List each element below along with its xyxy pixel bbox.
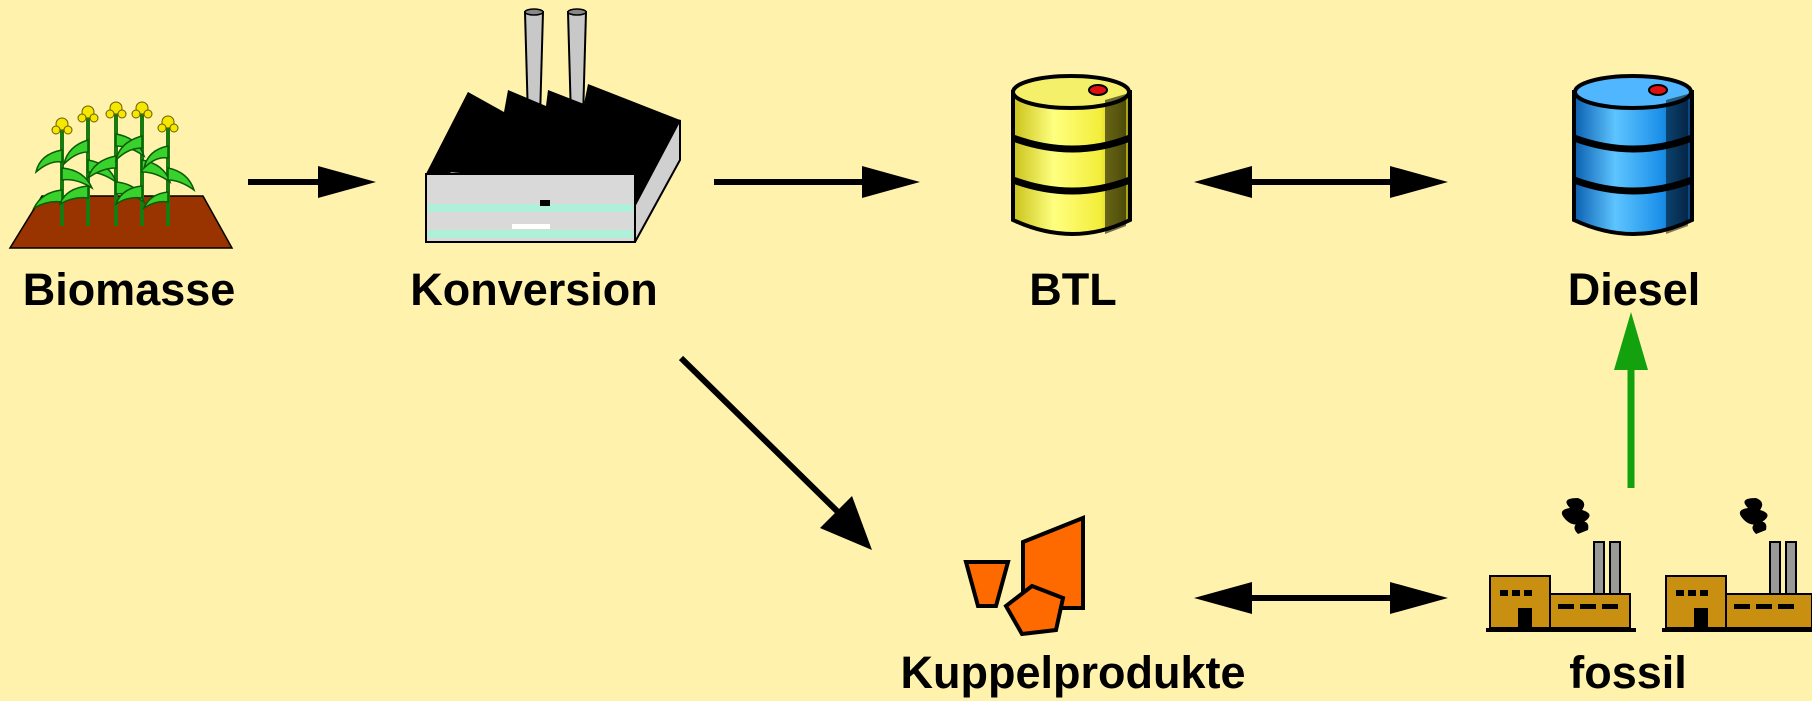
btl-barrel-icon bbox=[1011, 74, 1132, 236]
fossil-plant-left bbox=[1486, 498, 1636, 632]
arrow-fossil-to-diesel bbox=[1614, 312, 1648, 488]
biomass-crop-icon bbox=[8, 101, 234, 249]
fossil-refinery-icon bbox=[1486, 498, 1812, 632]
label-biomasse: Biomasse bbox=[22, 264, 236, 315]
label-btl: BTL bbox=[1029, 264, 1117, 315]
arrow-btl-diesel-bidirectional bbox=[1194, 166, 1448, 198]
arrow-konversion-to-kuppelprodukte bbox=[678, 355, 872, 550]
arrow-biomasse-to-konversion bbox=[248, 166, 376, 198]
label-konversion: Konversion bbox=[410, 264, 658, 315]
fossil-plant-right bbox=[1662, 498, 1812, 632]
byproducts-icon bbox=[963, 515, 1085, 637]
arrow-konversion-to-btl bbox=[714, 166, 920, 198]
label-diesel: Diesel bbox=[1567, 264, 1701, 315]
label-kuppelprodukte: Kuppelprodukte bbox=[900, 647, 1246, 698]
label-fossil: fossil bbox=[1569, 647, 1687, 698]
arrow-kuppelprodukte-fossil-bidirectional bbox=[1194, 582, 1448, 614]
diesel-barrel-icon bbox=[1572, 74, 1694, 236]
conversion-factory-icon bbox=[425, 8, 681, 243]
